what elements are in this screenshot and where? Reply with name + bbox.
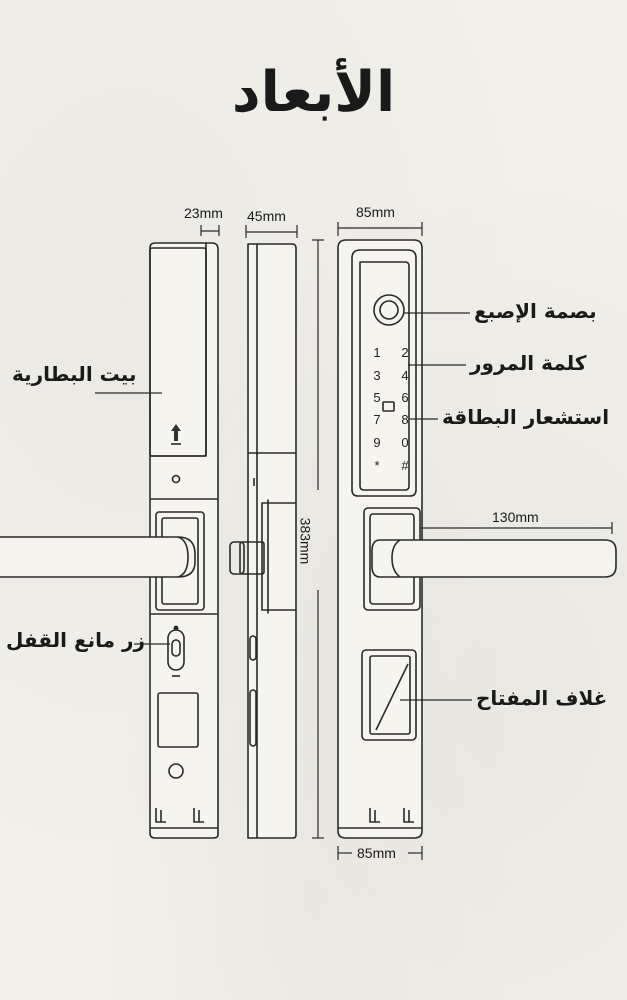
key-cover <box>361 649 417 741</box>
dim-front-width-bottom: 85mm <box>357 845 396 861</box>
keypad-key: 2 <box>401 345 408 360</box>
keypad-key: 1 <box>373 345 380 360</box>
keypad-key: 8 <box>401 412 408 427</box>
dim-total-height: 383mm <box>297 517 314 565</box>
card-icon <box>382 401 395 412</box>
fingerprint-sensor <box>373 294 405 326</box>
key-hole-icon <box>168 763 184 779</box>
label-password: كلمة المرور <box>470 351 587 375</box>
inner-handle <box>0 536 196 578</box>
keypad-key: * <box>374 458 379 473</box>
arrow-up-icon <box>171 424 181 441</box>
profile-view <box>229 243 297 839</box>
dimension-lines <box>200 222 613 860</box>
screw-icon <box>171 474 181 484</box>
keypad-key: 6 <box>401 390 408 405</box>
label-key-cover: غلاف المفتاح <box>476 686 608 710</box>
keypad-key: 5 <box>373 390 380 405</box>
dim-front-width-top: 85mm <box>356 204 395 220</box>
keypad-key: 7 <box>373 412 380 427</box>
keypad: 1 2 3 4 5 6 7 8 9 0 * # <box>373 345 409 473</box>
dim-side-thickness: 23mm <box>184 205 223 221</box>
keypad-key: 9 <box>373 435 380 450</box>
battery-compartment <box>149 247 207 457</box>
label-battery-house: بيت البطارية <box>12 362 137 386</box>
keypad-key: 0 <box>401 435 408 450</box>
label-card-sensor: استشعار البطاقة <box>442 405 610 429</box>
inner-lock-view <box>0 242 219 839</box>
dim-profile-depth: 45mm <box>247 208 286 224</box>
callout-lines <box>95 312 472 701</box>
label-anti-lock-button: زر مانع القفل <box>6 628 146 652</box>
keypad-key: # <box>401 458 409 473</box>
outer-handle <box>371 539 617 578</box>
label-fingerprint: بصمة الإصبع <box>474 299 597 323</box>
front-lock-view <box>337 239 617 839</box>
keypad-key: 4 <box>401 368 408 383</box>
keypad-key: 3 <box>373 368 380 383</box>
dim-handle-length: 130mm <box>492 509 539 525</box>
page-title: الأبعاد <box>231 60 396 125</box>
